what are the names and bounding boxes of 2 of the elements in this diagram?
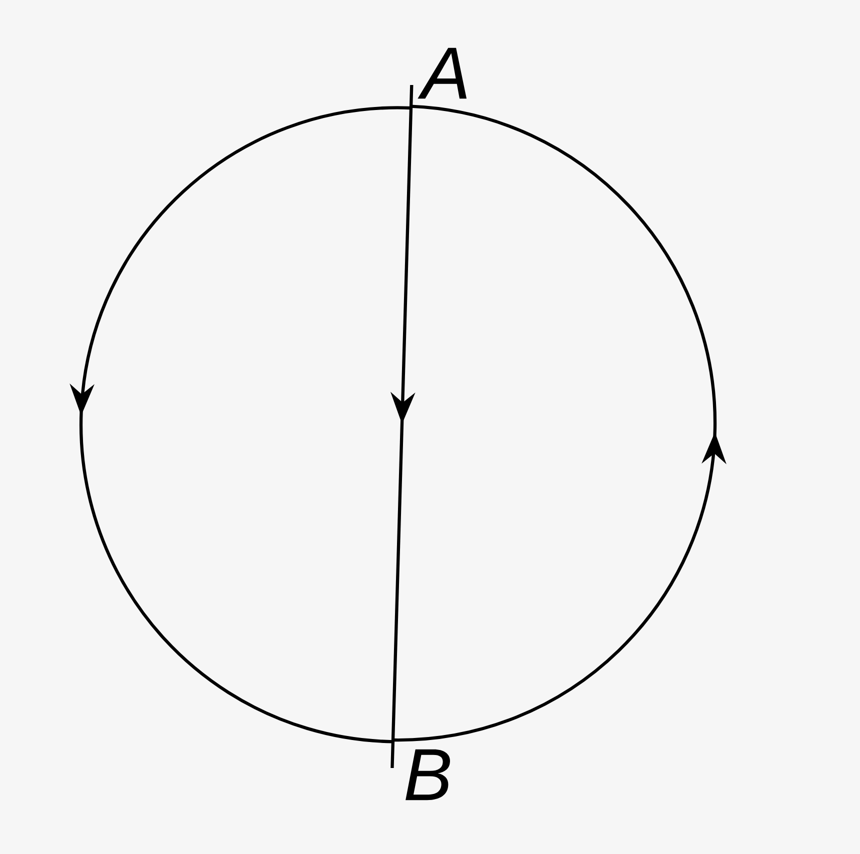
point-label: B — [406, 749, 450, 800]
point-label: A — [418, 48, 467, 99]
